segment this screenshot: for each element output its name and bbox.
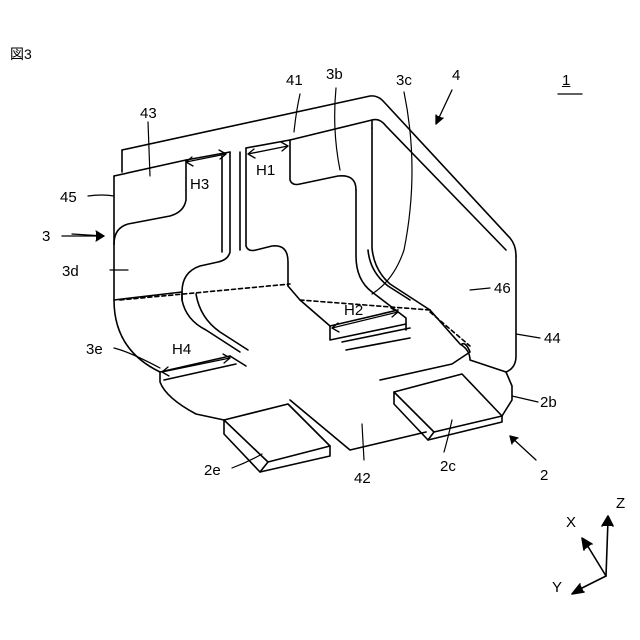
ref-45: 45 [60, 190, 77, 205]
ref-46: 46 [494, 281, 511, 296]
ref-43: 43 [140, 106, 157, 121]
dim-h2-label: H2 [344, 303, 363, 318]
right-face-46 [506, 256, 516, 372]
wall-3b [290, 140, 356, 190]
ref-1: 1 [562, 73, 570, 88]
ref-2e: 2e [204, 463, 221, 478]
dim-h3-arrow [186, 150, 226, 166]
dim-h3-label: H3 [190, 177, 209, 192]
hidden-line-c [430, 312, 470, 346]
axis-y-label: Y [552, 580, 562, 595]
ref-3d: 3d [62, 264, 79, 279]
pad-2e [224, 404, 330, 462]
axis-z-label: Z [616, 496, 625, 511]
bottom-mid [290, 400, 426, 450]
step-h4-bottom [164, 364, 236, 380]
axis-x-label: X [566, 515, 576, 530]
ref-2b: 2b [540, 395, 557, 410]
bottom-right-rim [430, 310, 506, 372]
ref-3c: 3c [396, 73, 412, 88]
pad-2c [394, 374, 502, 432]
dim-h1-label: H1 [256, 163, 275, 178]
ref-3: 3 [42, 229, 50, 244]
block-43-top [114, 152, 230, 176]
right-face-inner [372, 128, 430, 310]
ref-41: 41 [286, 73, 303, 88]
axis-triad [572, 516, 613, 594]
ref-44: 44 [544, 331, 561, 346]
left-face-3d [114, 244, 160, 372]
floor-h2-line [330, 310, 398, 326]
floor-left-groove [196, 294, 248, 350]
ref-3b: 3b [326, 67, 343, 82]
arrow-ref-2 [510, 436, 536, 460]
wall-3c [356, 190, 406, 330]
pad-2e-inner [224, 420, 330, 472]
ref-4: 4 [452, 68, 460, 83]
ref-2: 2 [540, 468, 548, 483]
dim-h4-label: H4 [172, 342, 191, 357]
bottom-right-step [380, 344, 470, 380]
hidden-line-a [120, 284, 290, 300]
ref-3e: 3e [86, 342, 103, 357]
top-inner-rim [290, 120, 506, 250]
left-face-bottom [114, 292, 182, 300]
pad-2c-right [502, 372, 512, 416]
ref-42: 42 [354, 471, 371, 486]
arrow-ref-3 [62, 231, 104, 241]
arrow-ref-4 [436, 90, 452, 124]
hidden-line-b [300, 300, 430, 310]
top-face-41 [122, 96, 516, 256]
ref-2c: 2c [440, 459, 456, 474]
